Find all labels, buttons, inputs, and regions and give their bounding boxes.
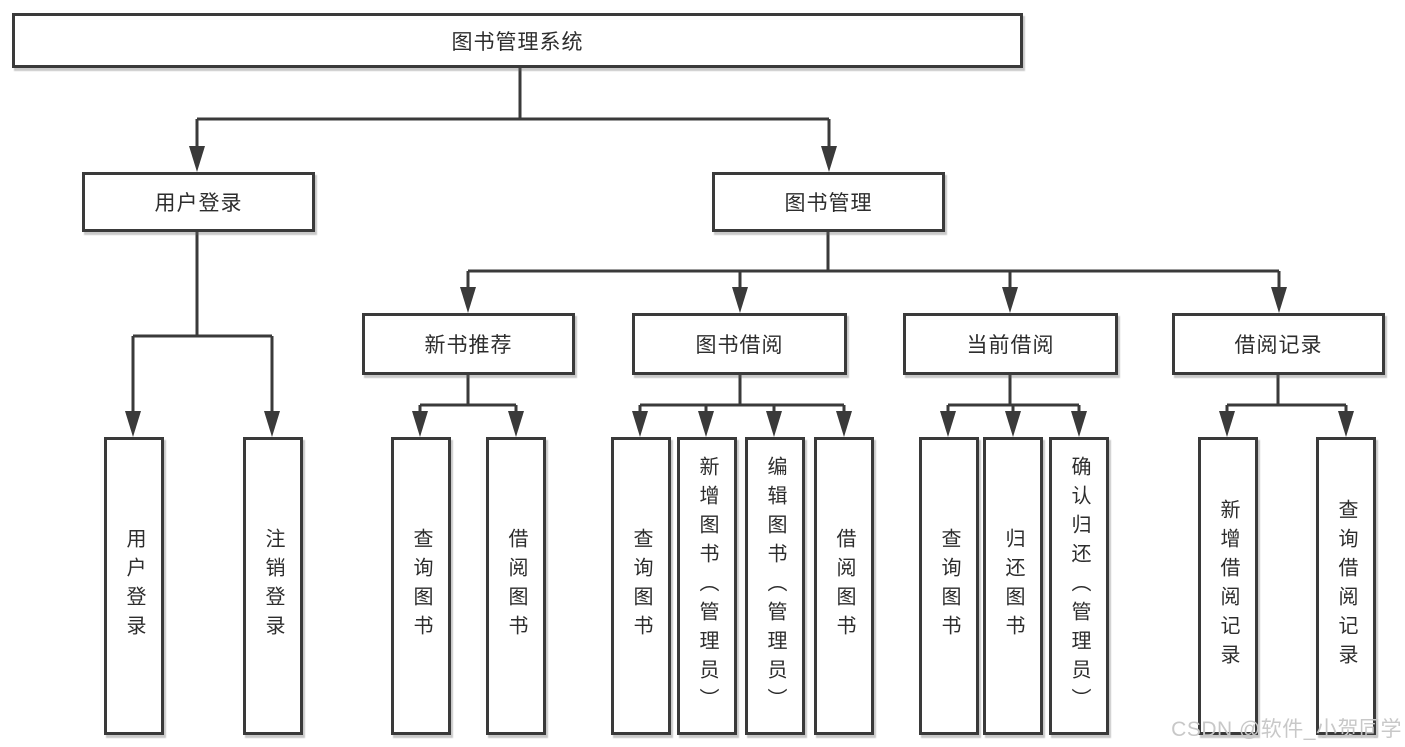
leaf-query-borrow-record: 查询借阅记录: [1316, 437, 1376, 735]
leaf-add-borrow-record: 新增借阅记录: [1198, 437, 1258, 735]
node-book-management-label: 图书管理: [784, 192, 873, 215]
node-new-book-recommend-label: 新书推荐: [424, 334, 513, 357]
leaf-confirm-return-admin-label: 确认归还（管理员）: [1068, 455, 1090, 717]
leaf-query-books-borrowing-label: 查询图书: [630, 528, 652, 644]
node-user-login: 用户登录: [82, 172, 315, 232]
csdn-watermark: CSDN @软件_小贺同学: [1171, 718, 1402, 741]
edges-current-borrow-to-leaves: [940, 375, 1087, 437]
leaf-confirm-return-admin: 确认归还（管理员）: [1049, 437, 1109, 735]
node-borrowing-records-label: 借阅记录: [1234, 334, 1323, 357]
leaf-return-books-label: 归还图书: [1002, 528, 1024, 644]
leaf-borrow-books-recommend: 借阅图书: [486, 437, 546, 735]
leaf-borrow-books-borrowing-label: 借阅图书: [833, 528, 855, 644]
leaf-logout-label: 注销登录: [262, 528, 284, 644]
leaf-query-books-borrowing: 查询图书: [611, 437, 671, 735]
leaf-borrow-books-recommend-label: 借阅图书: [505, 528, 527, 644]
leaf-return-books: 归还图书: [983, 437, 1043, 735]
leaf-query-books-current: 查询图书: [919, 437, 979, 735]
leaf-edit-books-admin: 编辑图书（管理员）: [745, 437, 805, 735]
edges-new-book-rec-to-leaves: [412, 375, 524, 437]
edges-user-login-to-leaves: [125, 232, 280, 437]
edges-book-mgmt-to-level3: [460, 232, 1287, 313]
node-current-borrowing: 当前借阅: [903, 313, 1118, 375]
leaf-user-login: 用户登录: [104, 437, 164, 735]
leaf-query-books-recommend: 查询图书: [391, 437, 451, 735]
node-book-borrowing: 图书借阅: [632, 313, 847, 375]
node-root-system-label: 图书管理系统: [451, 30, 584, 54]
leaf-add-books-admin: 新增图书（管理员）: [677, 437, 737, 735]
leaf-borrow-books-borrowing: 借阅图书: [814, 437, 874, 735]
node-borrowing-records: 借阅记录: [1172, 313, 1385, 375]
leaf-add-borrow-record-label: 新增借阅记录: [1217, 499, 1239, 673]
edges-borrow-records-to-leaves: [1219, 375, 1354, 437]
leaf-logout: 注销登录: [243, 437, 303, 735]
node-user-login-label: 用户登录: [154, 192, 243, 215]
leaf-query-books-current-label: 查询图书: [938, 528, 960, 644]
leaf-query-borrow-record-label: 查询借阅记录: [1335, 499, 1357, 673]
edges-root-to-level2: [189, 68, 837, 172]
node-current-borrowing-label: 当前借阅: [966, 334, 1055, 357]
node-root-system: 图书管理系统: [12, 13, 1023, 68]
leaf-edit-books-admin-label: 编辑图书（管理员）: [764, 455, 786, 717]
node-new-book-recommend: 新书推荐: [362, 313, 575, 375]
node-book-borrowing-label: 图书借阅: [695, 334, 784, 357]
leaf-query-books-recommend-label: 查询图书: [410, 528, 432, 644]
node-book-management: 图书管理: [712, 172, 945, 232]
edges-book-borrow-to-leaves: [632, 375, 852, 437]
leaf-user-login-label: 用户登录: [123, 528, 145, 644]
leaf-add-books-admin-label: 新增图书（管理员）: [696, 455, 718, 717]
